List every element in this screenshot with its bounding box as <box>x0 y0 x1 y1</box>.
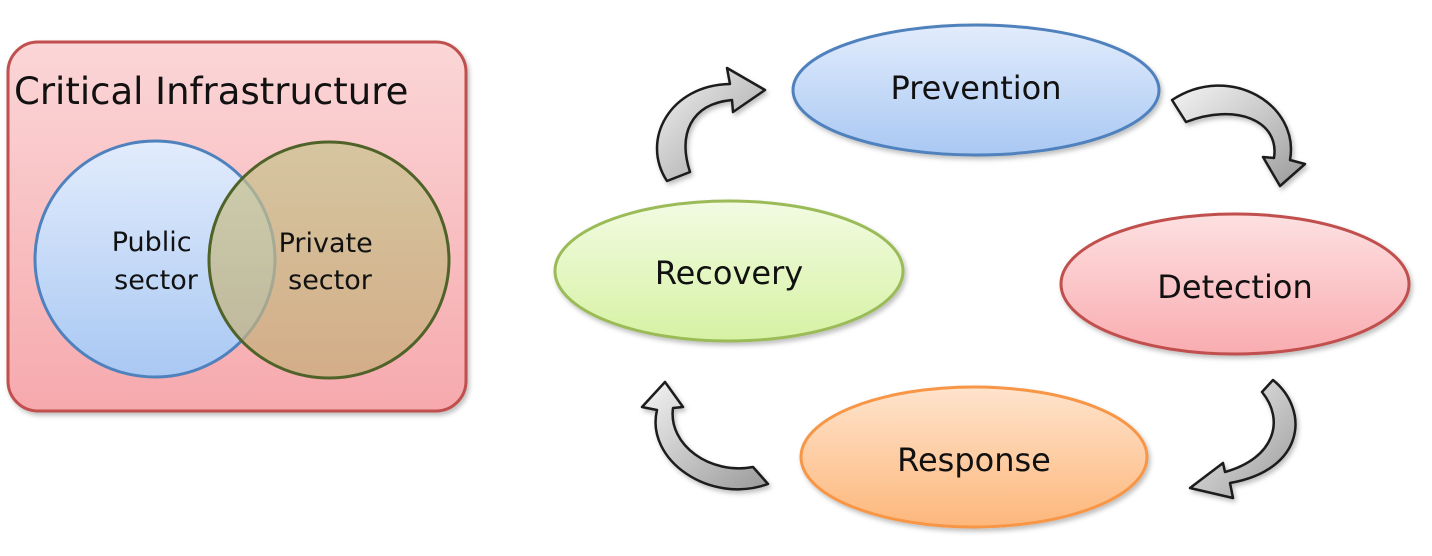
recovery-label: Recovery <box>655 254 803 292</box>
curved-arrow-response-to-recovery-icon <box>640 380 770 491</box>
detection-label: Detection <box>1157 268 1312 306</box>
private-sector-label: Private sector <box>279 228 382 296</box>
response-ellipse <box>799 385 1149 529</box>
private-sector-label-line2: sector <box>288 265 373 296</box>
stage-recovery: Recovery <box>553 199 905 343</box>
stage-prevention: Prevention <box>791 23 1161 157</box>
stage-detection: Detection <box>1059 212 1411 356</box>
private-sector-circle <box>207 140 451 380</box>
response-label: Response <box>897 441 1051 479</box>
public-sector-label-line2: sector <box>114 265 199 296</box>
curved-arrow-prevention-to-detection-icon <box>1170 84 1307 188</box>
stage-response: Response <box>799 385 1149 529</box>
public-sector-label: Public sector <box>112 227 201 296</box>
critical-infrastructure-title: Critical Infrastructure <box>14 70 408 113</box>
prevention-label: Prevention <box>890 69 1061 107</box>
cycle: Prevention Detection Response Recovery <box>553 23 1411 529</box>
prevention-ellipse <box>791 23 1161 157</box>
private-sector-label-line1: Private <box>279 228 373 259</box>
public-sector-label-line1: Public <box>112 227 192 258</box>
critical-infrastructure-panel: Critical Infrastructure Public sector Pr… <box>6 40 468 413</box>
curved-arrow-detection-to-response-icon <box>1188 378 1297 500</box>
curved-arrow-recovery-to-prevention-icon <box>655 66 767 183</box>
recovery-ellipse <box>553 199 905 343</box>
detection-ellipse <box>1059 212 1411 356</box>
